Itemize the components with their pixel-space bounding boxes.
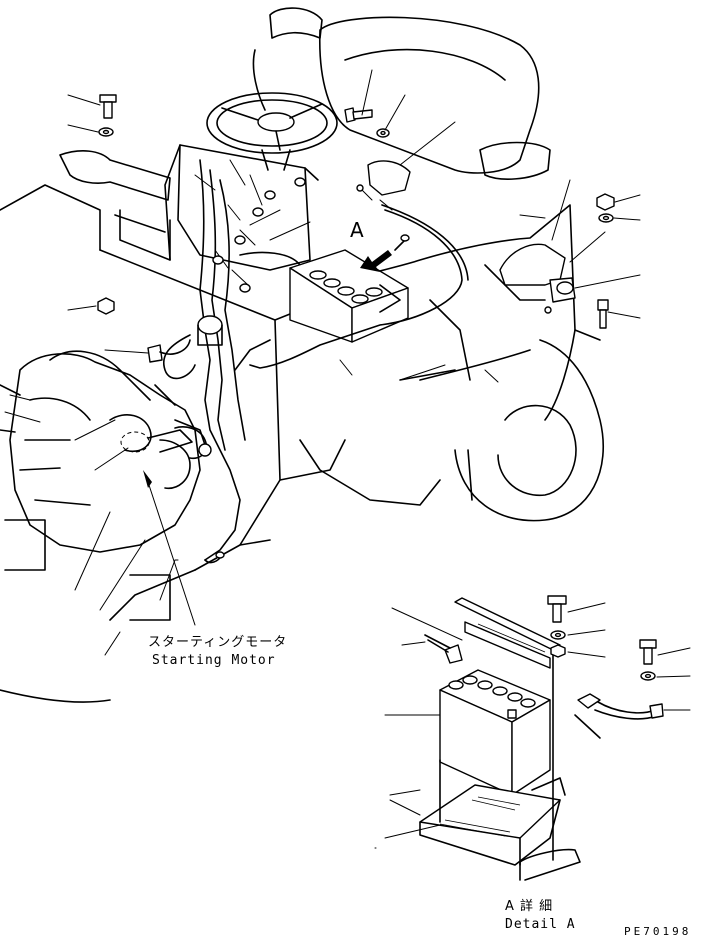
washer-top-center (376, 128, 390, 138)
detail-battery (439, 669, 551, 796)
view-arrow-label: A (350, 218, 364, 242)
seat-back (252, 7, 551, 180)
body-frame (0, 184, 601, 703)
nut-left (97, 297, 115, 315)
wiring-harness (163, 159, 306, 564)
starting-motor-label-jp: スターティングモータ (148, 635, 288, 650)
starting-motor-label-en: Starting Motor (152, 653, 276, 668)
nut-right (596, 193, 615, 211)
engine-block (0, 350, 201, 553)
detail-bolt-right (639, 639, 657, 681)
dashboard-console (59, 144, 319, 271)
detail-terminal-left (424, 634, 463, 664)
battery-cable (249, 204, 469, 369)
sensor-switch (147, 339, 191, 363)
detail-terminal-cable (574, 693, 664, 739)
view-arrow-a (360, 250, 392, 272)
detail-tie-rod (519, 651, 581, 881)
bolt-top-center (344, 107, 373, 123)
detail-label-en: Detail A (505, 917, 576, 932)
detail-hold-down-bracket (454, 597, 561, 669)
rear-wheel (454, 339, 604, 522)
starting-motor-arrow (143, 470, 196, 626)
washer-left (98, 127, 114, 137)
detail-bolt-upper (547, 595, 567, 658)
main-battery (289, 249, 409, 343)
leader-lines-main (4, 69, 641, 656)
bolt-right (597, 299, 609, 329)
washer-right (598, 213, 614, 223)
detail-label-jp: A 詳 細 (505, 899, 554, 914)
part-code: PE70198 (624, 925, 692, 938)
starting-motor (120, 426, 208, 460)
steering-wheel (206, 92, 338, 171)
right-components (356, 160, 576, 314)
bolt-left-top (99, 94, 117, 119)
leader-lines-detail (374, 602, 691, 849)
